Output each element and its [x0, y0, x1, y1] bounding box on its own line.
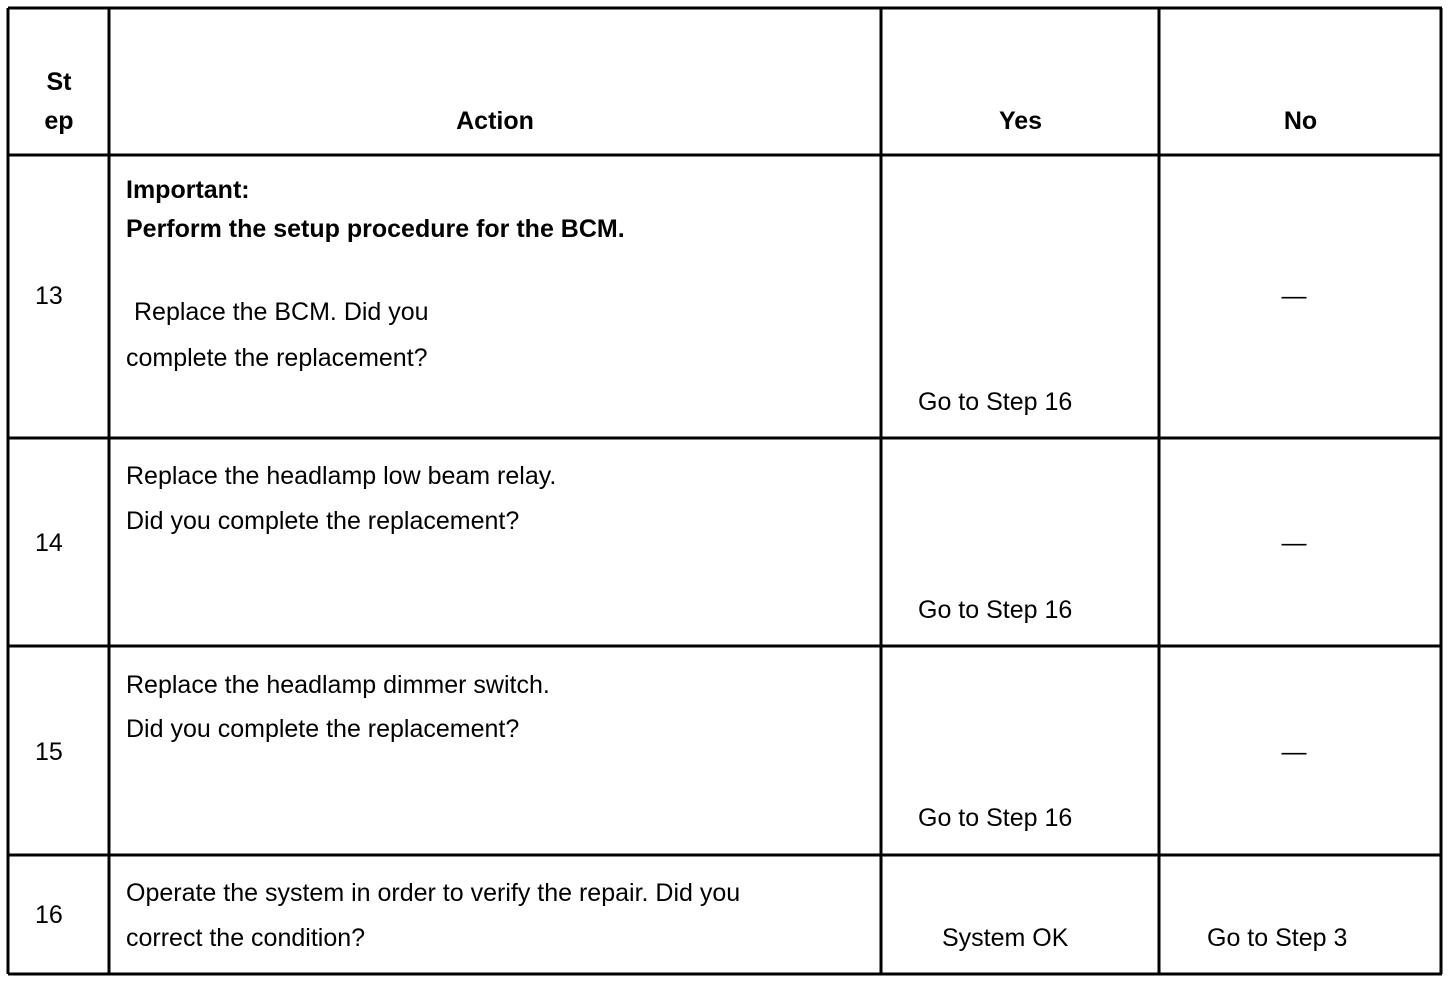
- row-14-yes: Go to Step 16: [918, 596, 1073, 624]
- header-action: Action: [456, 107, 534, 135]
- row-14-action-line1: Replace the headlamp low beam relay.: [126, 462, 557, 490]
- row-15-step: 15: [35, 738, 63, 766]
- row-13-yes: Go to Step 16: [918, 388, 1073, 416]
- row-14-no: —: [1281, 529, 1307, 557]
- header-step-line2: ep: [44, 107, 74, 135]
- row-14-step: 14: [35, 529, 63, 557]
- row-14-action-line2: Did you complete the replacement?: [126, 507, 520, 535]
- row-15-yes: Go to Step 16: [918, 804, 1073, 832]
- header-yes: Yes: [998, 107, 1043, 135]
- row-16-step: 16: [35, 901, 63, 929]
- row-16-action-line1: Operate the system in order to verify th…: [126, 879, 741, 907]
- row-16-yes: System OK: [942, 924, 1069, 952]
- row-13-no: —: [1281, 282, 1307, 310]
- row-15-action-line1: Replace the headlamp dimmer switch.: [126, 671, 550, 699]
- row-15-no: —: [1281, 738, 1307, 766]
- row-13-important-text: Perform the setup procedure for the BCM.: [126, 215, 625, 243]
- row-16-no: Go to Step 3: [1207, 924, 1348, 952]
- header-no: No: [1283, 107, 1318, 135]
- row-13-important-label: Important:: [126, 176, 250, 204]
- row-15-action-line2: Did you complete the replacement?: [126, 715, 520, 743]
- row-13-action-line1: Replace the BCM. Did you: [134, 298, 429, 326]
- row-16-action-line2: correct the condition?: [126, 924, 366, 952]
- header-step-line1: St: [46, 68, 72, 96]
- row-13-step: 13: [35, 282, 63, 310]
- row-13-action-line2: complete the replacement?: [126, 344, 428, 372]
